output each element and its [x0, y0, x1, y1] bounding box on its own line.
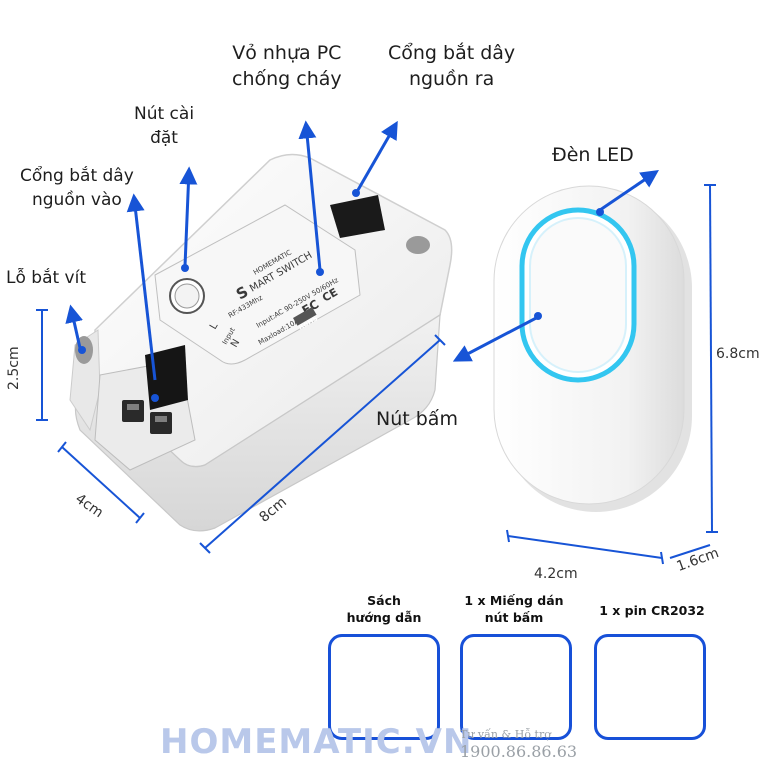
wireless-push-button: [493, 185, 692, 512]
dim-height: 2.5cm: [6, 346, 22, 390]
arrow-led: [599, 169, 659, 212]
term-n: N: [229, 338, 242, 350]
dimension-lines: [36, 184, 718, 565]
callout-arrows: [65, 120, 659, 381]
label-led: Đèn LED: [552, 144, 634, 166]
arrow-push-button: [452, 314, 541, 362]
watermark-phone: 1900.86.86.63: [460, 742, 578, 761]
caption-battery: 1 x pin CR2032: [599, 603, 705, 618]
arrow-setup-button: [179, 166, 198, 267]
accessory-box-manual: [328, 634, 440, 740]
arrow-pc-shell: [298, 120, 322, 271]
label-screw-hole: Lỗ bắt vít: [6, 268, 87, 288]
accessory-box-pad: [460, 634, 572, 740]
term-l: L: [208, 321, 221, 332]
watermark-brand: HOMEMATIC.VN: [160, 722, 473, 762]
dim-button-height: 6.8cm: [716, 346, 760, 362]
arrow-output-port: [356, 120, 398, 191]
arrow-screw-hole: [65, 304, 83, 349]
label-push-button: Nút bấm: [376, 408, 458, 430]
watermark-support: Tư vấn & Hỗ trợ: [460, 728, 551, 741]
dim-button-width: 4.2cm: [534, 566, 578, 582]
smart-switch-module: S MART SWITCH HOMEMATIC RF:433Mhz Input:…: [69, 153, 453, 532]
arrow-input-port: [126, 193, 157, 381]
accessory-box-battery: [594, 634, 706, 740]
